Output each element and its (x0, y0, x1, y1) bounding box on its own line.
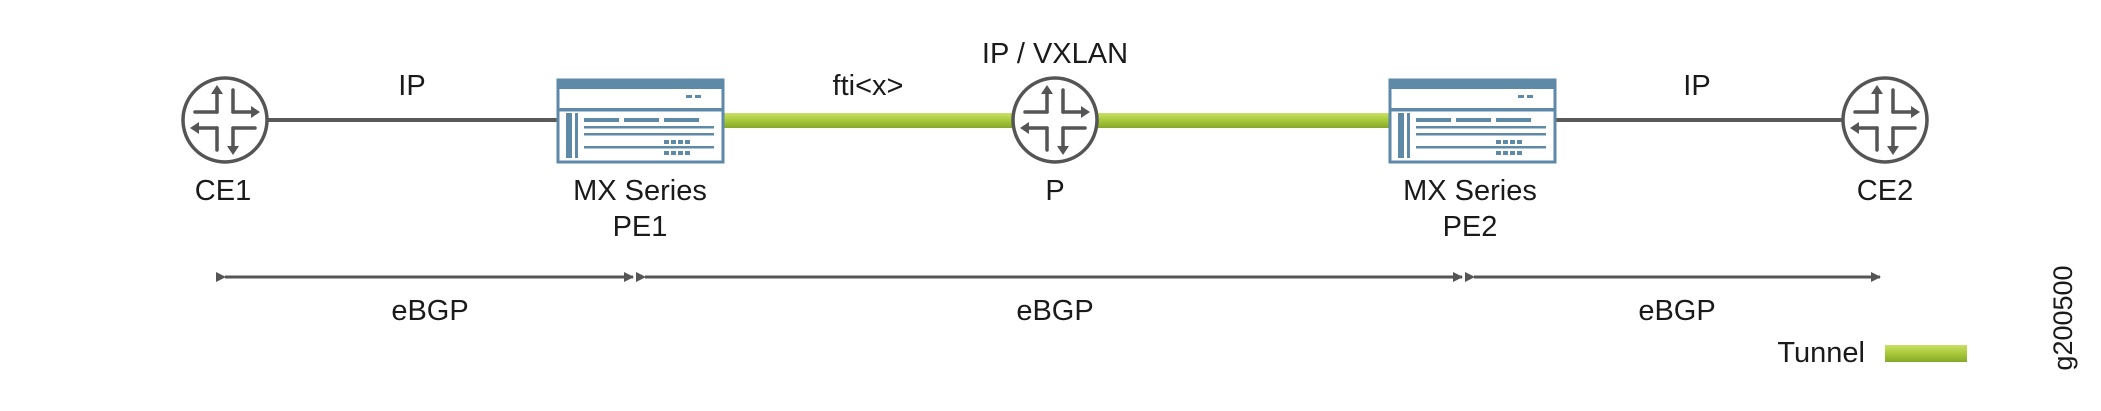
node-label-ce1: CE1 (195, 175, 251, 207)
tunnel-pe1-p (722, 113, 1017, 128)
figure-id: g200500 (2048, 265, 2078, 370)
node-label-pe2-line1: MX Series (1403, 175, 1537, 207)
pe1-mx-chassis-icon (556, 78, 725, 164)
ebgp-label-3: eBGP (1638, 295, 1715, 327)
node-label-ce2: CE2 (1857, 175, 1913, 207)
ce2-router-icon (1841, 76, 1929, 164)
tunnel-p-pe2 (1095, 113, 1390, 128)
p-router-icon (1011, 76, 1099, 164)
legend-tunnel-label: Tunnel (1777, 337, 1865, 369)
link-label-core: IP / VXLAN (982, 38, 1128, 70)
pe2-mx-chassis-icon (1388, 78, 1557, 164)
node-label-pe1-line1: MX Series (573, 175, 707, 207)
ebgp-label-1: eBGP (391, 295, 468, 327)
node-label-pe1-line2: PE1 (613, 211, 668, 243)
link-label-tunnel-interface: fti<x> (833, 70, 904, 102)
node-label-pe2-line2: PE2 (1443, 211, 1498, 243)
link-label-ce1-pe1: IP (398, 70, 425, 102)
link-label-pe2-ce2: IP (1683, 70, 1710, 102)
ebgp-label-2: eBGP (1016, 295, 1093, 327)
legend-tunnel-swatch (1885, 345, 1967, 362)
node-label-p: P (1045, 175, 1064, 207)
ce1-router-icon (181, 76, 269, 164)
